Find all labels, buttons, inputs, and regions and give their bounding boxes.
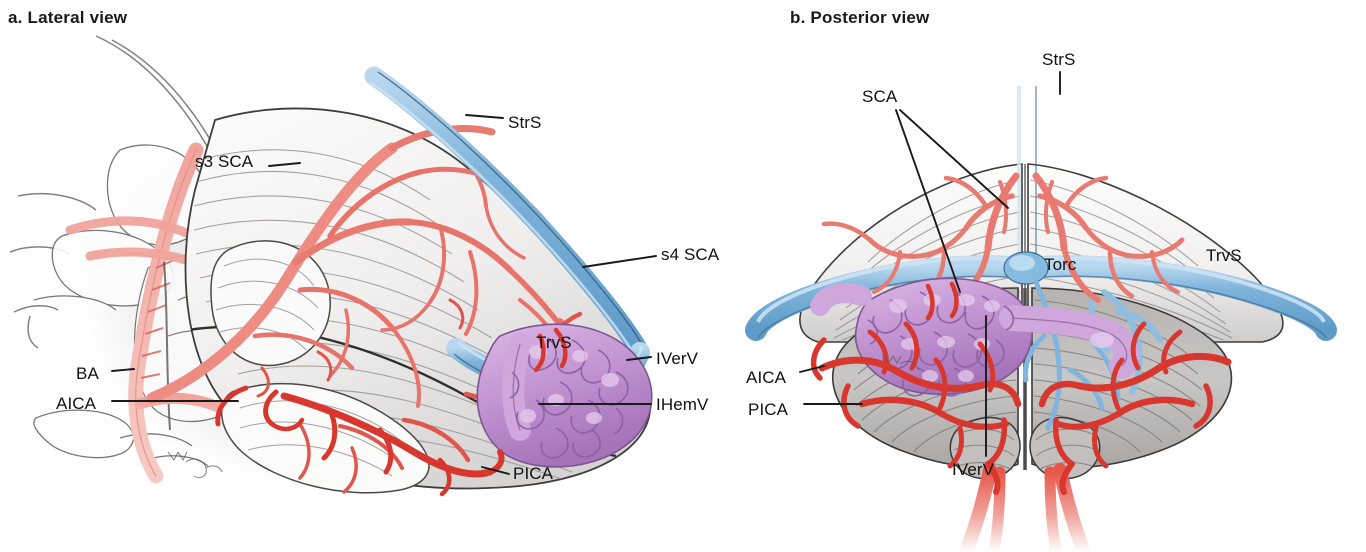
leader-sca-b1 — [899, 109, 1009, 209]
label-sca-posterior: SCA — [862, 87, 898, 106]
leader-s4sca — [582, 255, 657, 268]
label-strs-posterior: StrS — [1042, 50, 1076, 69]
label-s4-sca: s4 SCA — [661, 245, 720, 264]
pica-artery-lateral — [215, 385, 505, 497]
label-aica-lateral: AICA — [56, 394, 97, 413]
inferior-lobule-lateral — [220, 382, 430, 494]
panel-b-illustration — [745, 71, 1337, 552]
leader-ba — [111, 368, 135, 372]
label-iverv-lateral: IVerV — [656, 349, 699, 368]
pica-aica-posterior — [810, 281, 1232, 495]
panel-a-illustration — [9, 35, 653, 497]
panel-b-title: b. Posterior view — [790, 8, 930, 27]
label-pica-lateral: PICA — [513, 464, 554, 483]
panel-a-title: a. Lateral view — [8, 8, 128, 27]
label-ba: BA — [76, 364, 99, 383]
label-s3-sca: s3 SCA — [195, 152, 254, 171]
leader-strs-a — [465, 114, 504, 119]
leader-iverv-a — [626, 356, 652, 361]
leader-lines — [111, 71, 1061, 475]
leader-sca-b2 — [895, 109, 961, 293]
transverse-sinus-posterior — [745, 255, 1337, 341]
label-iverv-posterior: IVerV — [952, 460, 995, 479]
label-torc: Torc — [1044, 255, 1077, 274]
label-trvs-posterior: TrvS — [1206, 246, 1242, 265]
straight-sinus — [364, 66, 650, 362]
label-ihemv: IHemV — [656, 395, 709, 414]
leader-pica-a — [481, 466, 510, 475]
artist-signature-b — [883, 355, 919, 371]
artist-signature — [167, 451, 223, 479]
straight-sinus-posterior — [1015, 71, 1037, 273]
label-strs-lateral: StrS — [508, 113, 542, 132]
leader-aica-b — [799, 365, 825, 373]
torcular-herophili — [1003, 251, 1049, 285]
cerebellar-tonsils — [949, 416, 1101, 480]
label-trvs-lateral: TrvS — [536, 333, 572, 352]
label-pica-posterior: PICA — [748, 400, 789, 419]
basilar-artery — [128, 142, 204, 484]
leader-s3sca — [268, 162, 301, 167]
label-aica-posterior: AICA — [746, 368, 787, 387]
avm-nidus-lateral — [476, 323, 653, 468]
